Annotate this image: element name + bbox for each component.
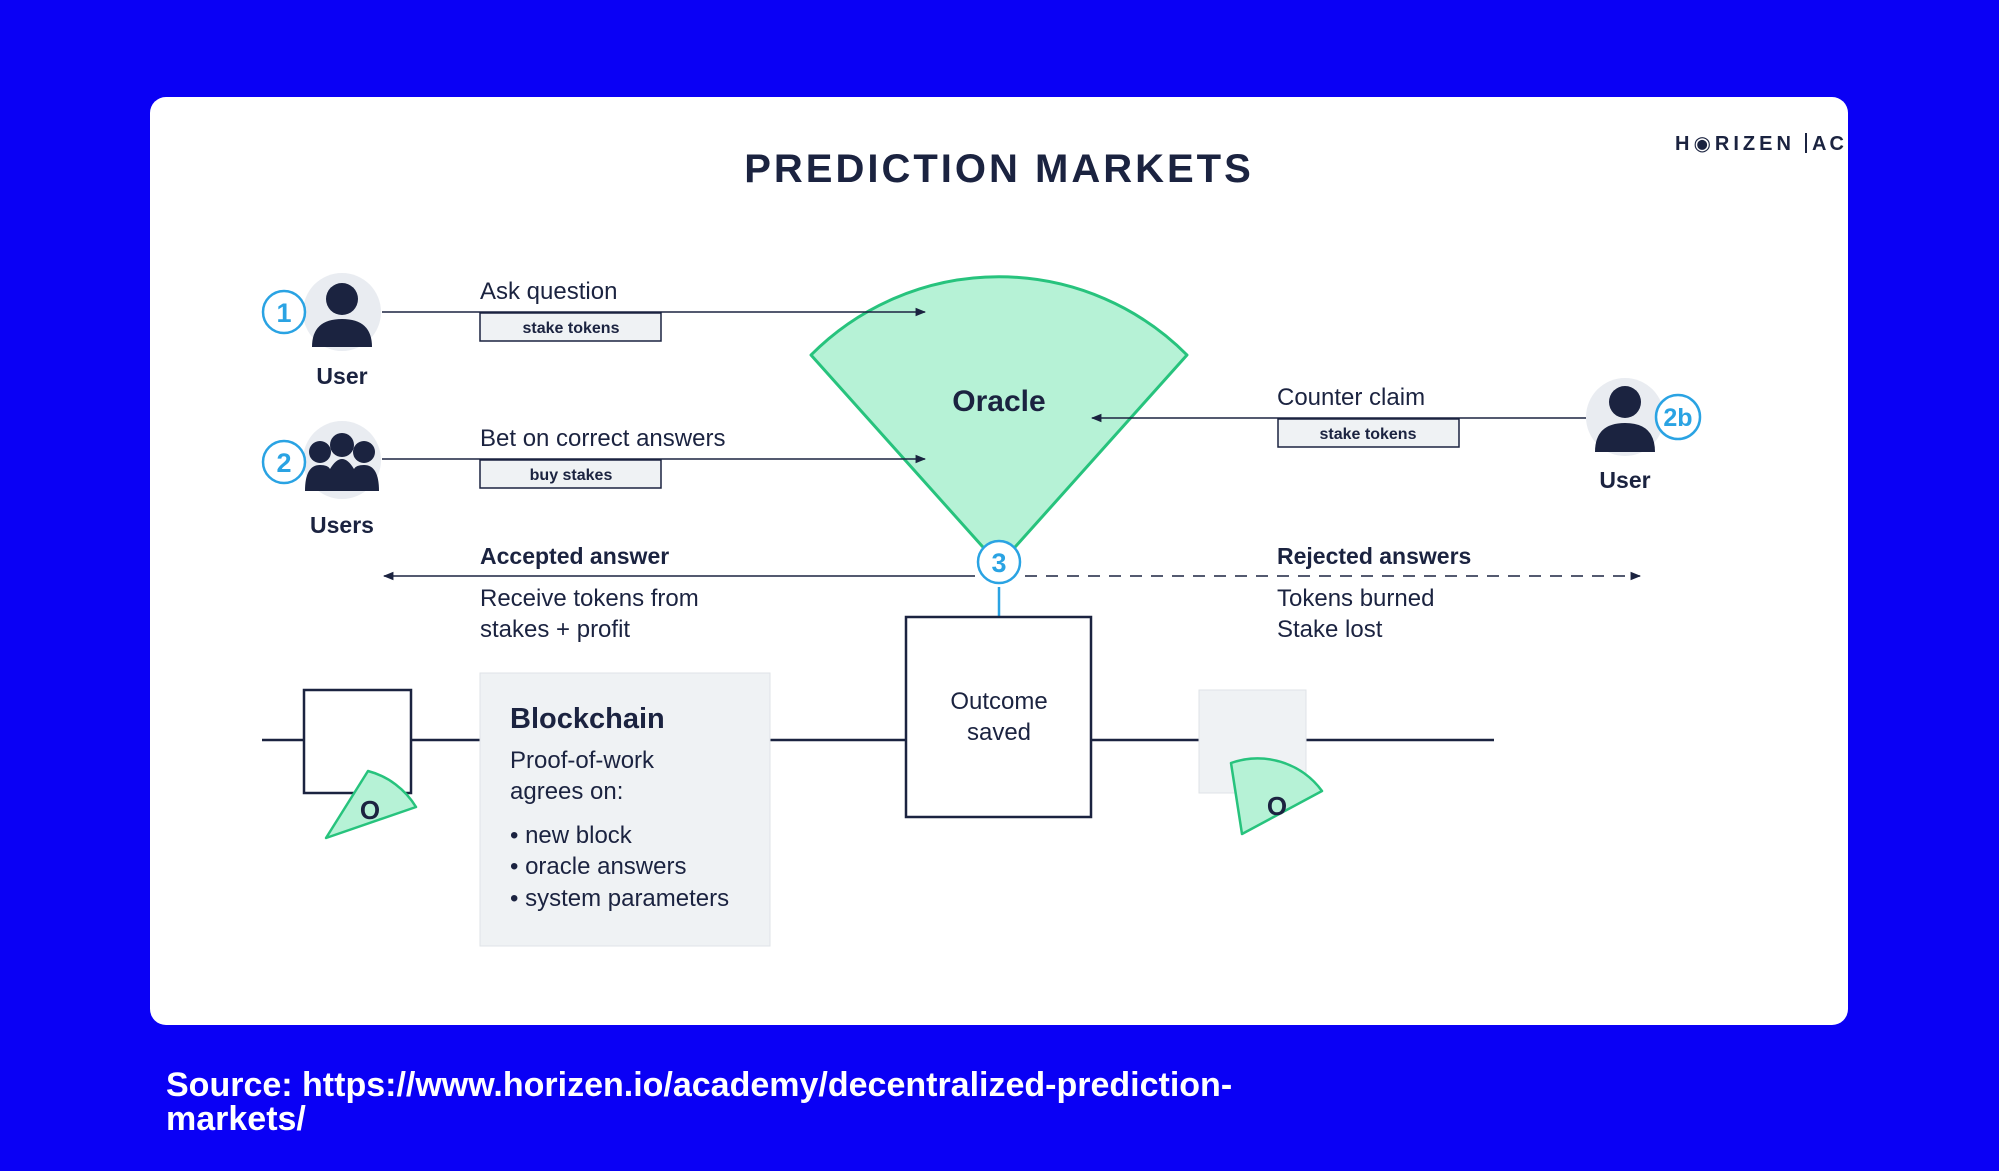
accepted-answer-heading: Accepted answer bbox=[480, 543, 669, 569]
mini-oracle-right bbox=[1229, 757, 1324, 836]
stake-tokens-tag-2b: stake tokens bbox=[1320, 426, 1417, 443]
badge-2b bbox=[1654, 393, 1702, 441]
oracle-wedge bbox=[809, 275, 1189, 567]
source-line-2[interactable]: markets/ bbox=[166, 1100, 306, 1138]
prediction-markets-diagram: H◉RIZEN AC PREDICTION MARKETS Oracle 1 U… bbox=[261, 133, 1847, 947]
outcome-line-1: Outcome bbox=[950, 688, 1047, 715]
buy-stakes-tag: buy stakes bbox=[530, 467, 613, 484]
page-title: PREDICTION MARKETS bbox=[744, 147, 1254, 191]
source-citation[interactable]: Source: https://www.horizen.io/academy/d… bbox=[166, 1068, 1366, 1136]
svg-text:AC: AC bbox=[1812, 133, 1847, 155]
svg-text:O: O bbox=[360, 795, 380, 825]
users-label: Users bbox=[310, 512, 374, 538]
outcome-line-2: saved bbox=[967, 719, 1031, 746]
blockchain-box bbox=[479, 672, 771, 947]
user-label-2b: User bbox=[1599, 467, 1650, 493]
oracle-label: Oracle bbox=[952, 385, 1045, 418]
badge-2 bbox=[261, 439, 307, 485]
svg-text:2: 2 bbox=[276, 448, 291, 478]
step-1-user: 1 User bbox=[261, 273, 381, 389]
svg-text:3: 3 bbox=[991, 548, 1006, 578]
step-2b-user: 2b User bbox=[1586, 378, 1702, 493]
accepted-line-1: Receive tokens from bbox=[480, 585, 699, 612]
svg-text:1: 1 bbox=[276, 298, 291, 328]
blockchain-bullet-1: • new block bbox=[510, 822, 633, 849]
blockchain-line-1: Proof-of-work bbox=[510, 747, 655, 774]
user-label-1: User bbox=[316, 363, 367, 389]
mini-oracle-left bbox=[324, 769, 418, 840]
outcome-box bbox=[904, 615, 1093, 819]
badge-3 bbox=[976, 539, 1022, 585]
svg-text:2b: 2b bbox=[1663, 404, 1692, 432]
rejected-line-1: Tokens burned bbox=[1277, 585, 1434, 612]
bet-on-answers-label: Bet on correct answers bbox=[480, 425, 725, 452]
rejected-line-2: Stake lost bbox=[1277, 616, 1383, 643]
blockchain-bullet-3: • system parameters bbox=[510, 885, 729, 912]
source-line-1[interactable]: Source: https://www.horizen.io/academy/d… bbox=[166, 1066, 1233, 1104]
diagram-card: H◉RIZEN AC PREDICTION MARKETS Oracle 1 U… bbox=[150, 97, 1848, 1025]
blockchain-heading: Blockchain bbox=[510, 703, 665, 735]
stake-tokens-tag-1: stake tokens bbox=[523, 320, 620, 337]
svg-text:H◉RIZEN: H◉RIZEN bbox=[1675, 133, 1795, 155]
block-left bbox=[302, 688, 413, 795]
blockchain-bullet-2: • oracle answers bbox=[510, 853, 686, 880]
ask-question-label: Ask question bbox=[480, 278, 617, 305]
svg-text:O: O bbox=[1267, 791, 1287, 821]
horizen-logo[interactable]: H◉RIZEN AC bbox=[1675, 133, 1847, 155]
blockchain-line-2: agrees on: bbox=[510, 778, 623, 805]
step-2-users: 2 Users bbox=[261, 421, 381, 538]
rejected-answers-heading: Rejected answers bbox=[1277, 543, 1471, 569]
accepted-line-2: stakes + profit bbox=[480, 616, 630, 643]
counter-claim-label: Counter claim bbox=[1277, 384, 1425, 411]
badge-1 bbox=[261, 289, 307, 335]
